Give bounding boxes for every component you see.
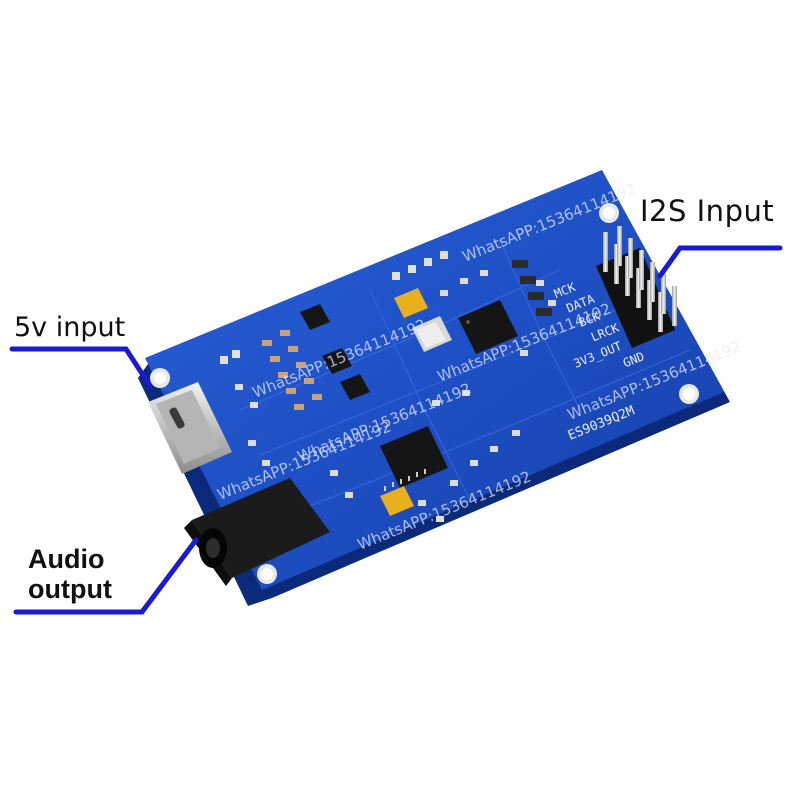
five-v-callout-line — [9, 346, 153, 389]
i2s-pin-header — [596, 226, 677, 348]
smd-components — [235, 260, 556, 522]
usb-c-connector — [148, 382, 232, 474]
audio-output-label-line1: Audio — [28, 544, 105, 574]
opamp-chip — [380, 426, 448, 491]
mounting-holes — [150, 203, 699, 584]
tantalum-capacitors — [380, 288, 428, 516]
top-header-pads — [220, 251, 448, 364]
callout-lines — [9, 245, 783, 615]
audio-output-label: Audio output — [28, 544, 112, 604]
five-v-input-label: 5v input — [14, 312, 126, 343]
audio-output-label-line2: output — [28, 574, 112, 605]
pcb-traces — [239, 239, 691, 511]
dac-chip — [458, 300, 518, 354]
audio-jack — [184, 478, 330, 586]
audio-callout-line — [13, 537, 199, 615]
regulator-chips — [300, 304, 370, 400]
i2s-callout-line — [657, 245, 783, 279]
i2s-input-label: I2S Input — [640, 194, 775, 228]
crystal-oscillators — [412, 316, 452, 352]
